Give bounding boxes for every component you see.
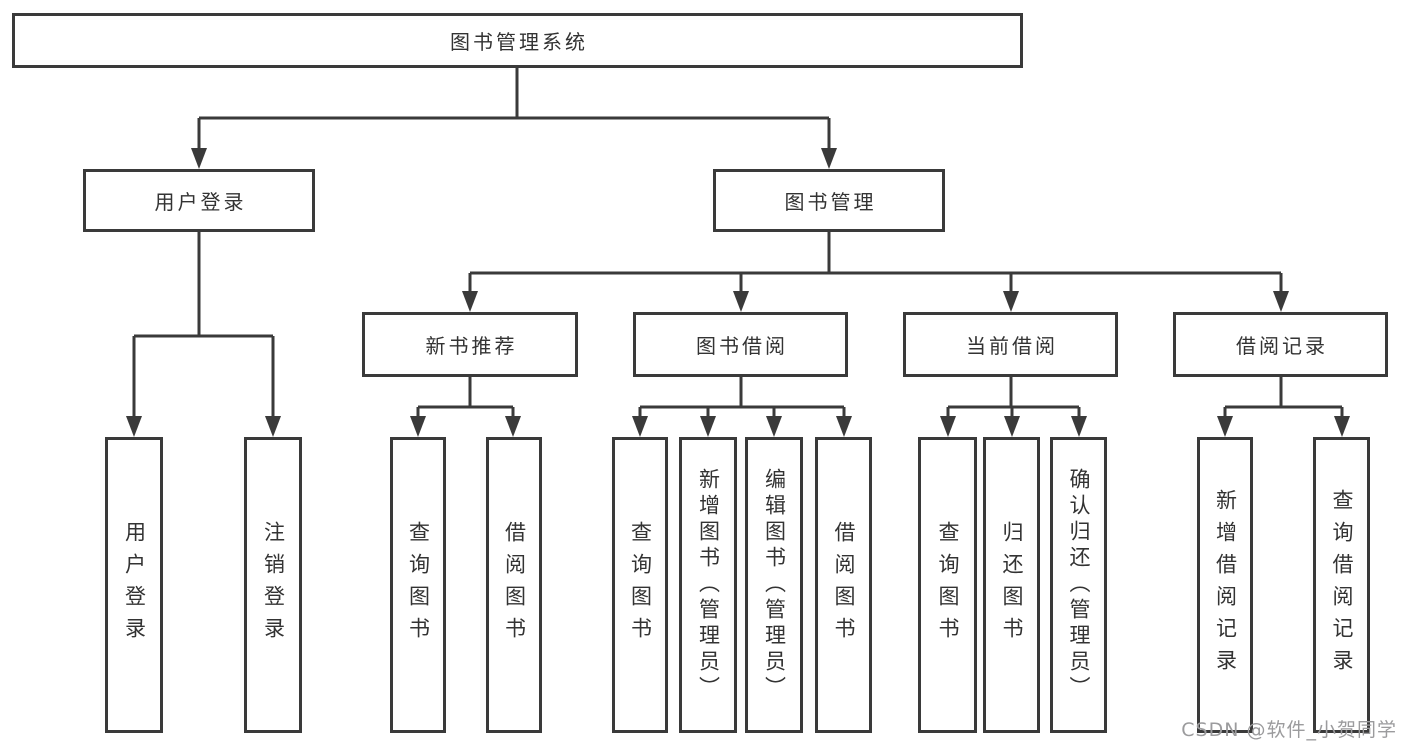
leaf-logout-login: 注销登录 bbox=[244, 437, 302, 733]
leaf-add-borrow-record: 新增借阅记录 bbox=[1197, 437, 1253, 733]
node-library-system: 图书管理系统 bbox=[12, 13, 1023, 68]
leaf-confirm-return-admin: 确认归还（管理员） bbox=[1050, 437, 1107, 733]
node-book-borrowing: 图书借阅 bbox=[633, 312, 848, 377]
node-current-borrowing: 当前借阅 bbox=[903, 312, 1118, 377]
leaf-borrow-books-recommend: 借阅图书 bbox=[486, 437, 542, 733]
leaf-borrow-books-borrowing: 借阅图书 bbox=[815, 437, 872, 733]
node-new-book-recommendation: 新书推荐 bbox=[362, 312, 578, 377]
leaf-return-books: 归还图书 bbox=[983, 437, 1040, 733]
node-book-management: 图书管理 bbox=[713, 169, 945, 232]
leaf-search-books-borrowing: 查询图书 bbox=[612, 437, 668, 733]
leaf-edit-book-admin: 编辑图书（管理员） bbox=[745, 437, 803, 733]
leaf-search-books-recommend: 查询图书 bbox=[390, 437, 446, 733]
node-user-login: 用户登录 bbox=[83, 169, 315, 232]
leaf-search-books-current: 查询图书 bbox=[918, 437, 977, 733]
leaf-user-login: 用户登录 bbox=[105, 437, 163, 733]
leaf-search-borrow-record: 查询借阅记录 bbox=[1313, 437, 1370, 733]
node-borrowing-records: 借阅记录 bbox=[1173, 312, 1388, 377]
leaf-add-book-admin: 新增图书（管理员） bbox=[679, 437, 737, 733]
